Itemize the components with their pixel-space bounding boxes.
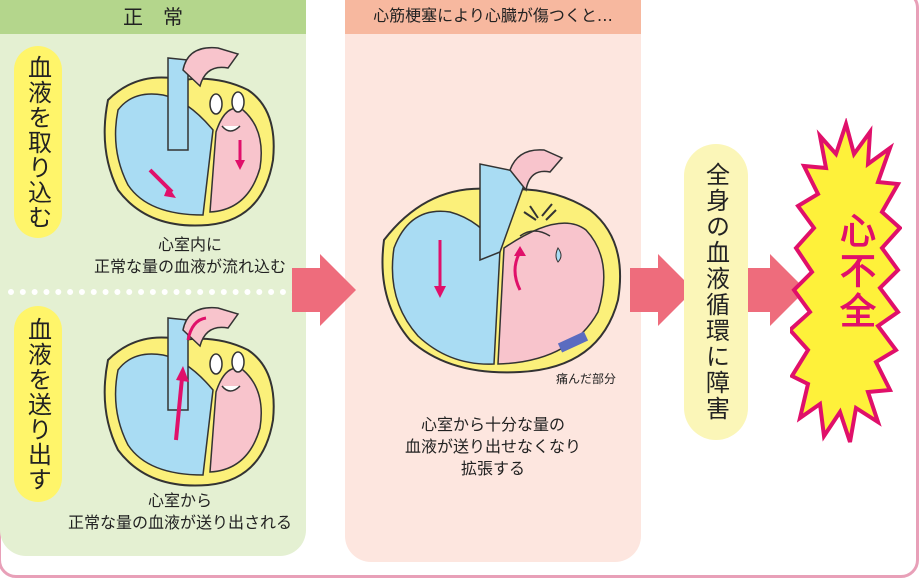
pump-label: 血液を送り出す: [23, 316, 52, 492]
infarction-caption: 心室から十分な量の 血液が送り出せなくなり 拡張する: [345, 414, 641, 480]
pump-caption-line-1: 心室から: [147, 491, 212, 510]
intake-label-pill: 血液を取り込む: [14, 46, 62, 238]
damaged-heart-diagram-icon: [381, 149, 622, 374]
damage-label: 痛んだ部分: [556, 372, 617, 386]
arrow-right-icon: [742, 254, 806, 326]
infarction-header: 心筋梗塞により心臓が傷つくと…: [345, 0, 641, 34]
pump-caption: 心室から 正常な量の血液が送り出される: [60, 490, 300, 534]
intake-caption: 心室内に 正常な量の血液が流れ込む: [90, 234, 290, 278]
intake-caption-line-1: 心室内に: [157, 235, 222, 254]
arrow-right-icon: [292, 254, 356, 326]
pump-caption-line-2: 正常な量の血液が送り出される: [67, 513, 292, 532]
circulation-pill: 全身の血液循環に障害: [684, 144, 748, 440]
heart-diagram-icon: [103, 46, 275, 227]
intake-caption-line-2: 正常な量の血液が流れ込む: [93, 257, 286, 276]
dotted-divider: [8, 289, 298, 295]
infarction-caption-line-2: 血液が送り出せなくなり: [404, 437, 581, 456]
heart-diagram-icon: [103, 306, 275, 487]
circulation-label: 全身の血液循環に障害: [701, 162, 730, 422]
pump-label-pill: 血液を送り出す: [14, 306, 62, 502]
intake-label: 血液を取り込む: [23, 54, 52, 230]
infarction-caption-line-3: 拡張する: [460, 459, 525, 478]
normal-header: 正 常: [0, 0, 306, 34]
infarction-caption-line-1: 心室から十分な量の: [420, 415, 565, 434]
arrow-right-icon: [630, 254, 694, 326]
explosion-burst-icon: [790, 118, 902, 443]
heart-failure-label: 心不全: [834, 212, 875, 332]
